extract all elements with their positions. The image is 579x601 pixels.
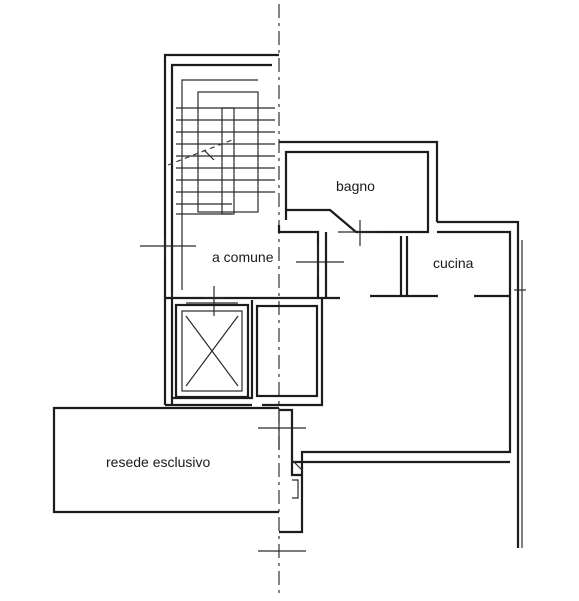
bagno-room: [279, 140, 439, 246]
landing-walls: [165, 225, 320, 300]
room-label-cucina: cucina: [433, 255, 474, 271]
lift-shaft: [174, 302, 250, 399]
stairwell: [163, 53, 279, 405]
service-room: [255, 304, 319, 398]
resede-area: [52, 406, 306, 514]
apartment-walls: [279, 220, 526, 548]
room-label-resede: resede esclusivo: [106, 454, 211, 470]
stair-treads: [167, 91, 275, 215]
room-label-bagno: bagno: [336, 178, 375, 194]
room-label-comune: a comune: [212, 249, 274, 265]
